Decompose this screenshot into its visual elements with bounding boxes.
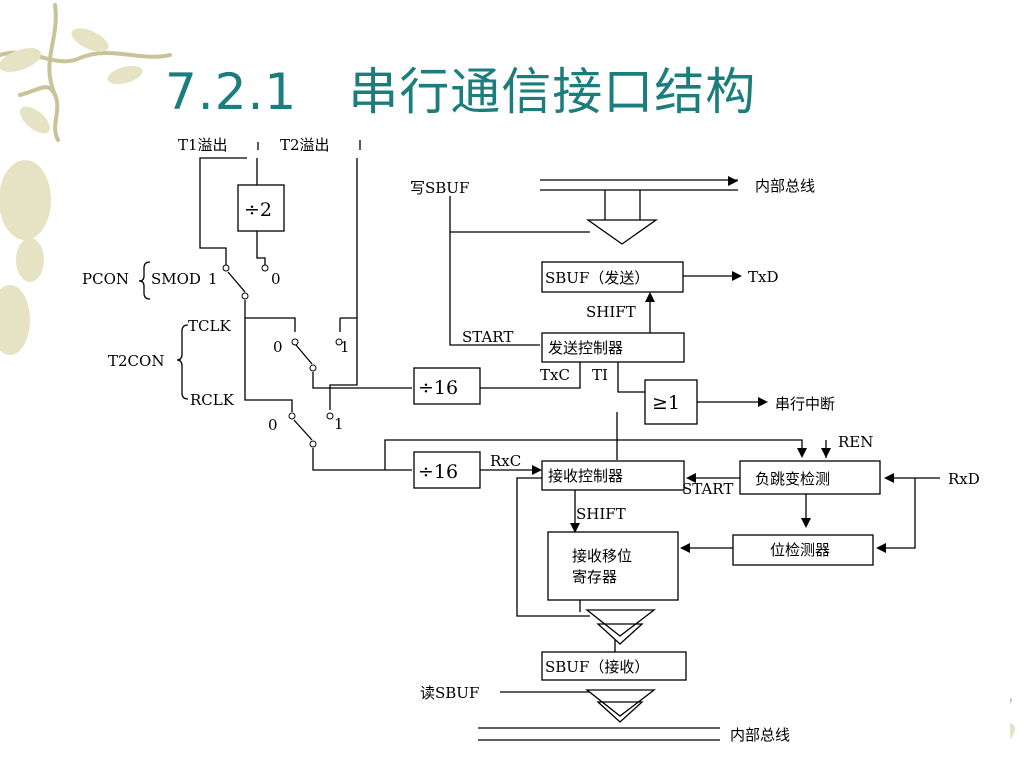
tclk-label: TCLK xyxy=(188,317,231,335)
txc-label: TxC xyxy=(540,366,570,384)
tx-control-label: 发送控制器 xyxy=(548,339,623,357)
neg-jump-detect-box xyxy=(739,460,881,495)
or-gate-box xyxy=(644,379,698,425)
receive-wires xyxy=(478,440,940,741)
block-boxes xyxy=(237,184,881,681)
transmit-wires xyxy=(449,179,760,460)
t2-overflow-label: T2溢出 xyxy=(280,136,330,154)
shift-tx-label: SHIFT xyxy=(586,303,636,321)
arrow-to-bus-top xyxy=(728,176,738,186)
rx-shift-register-box xyxy=(547,531,679,601)
tx-buffer xyxy=(585,219,659,245)
rclk-label: RCLK xyxy=(190,391,235,409)
neg-jump-detect-label: 负跳变检测 xyxy=(755,470,830,488)
sbuf-rx-box xyxy=(541,651,687,681)
rxd-label: RxD xyxy=(948,470,980,488)
arrow-rxd xyxy=(884,473,894,483)
braces xyxy=(138,261,189,400)
tclk-pos-1: 1 xyxy=(340,338,350,356)
arrow-heads xyxy=(532,176,894,553)
arrow-shift-tx xyxy=(645,292,655,302)
div16-rx-label: ÷16 xyxy=(418,461,458,483)
t2con-label: T2CON xyxy=(108,352,164,370)
tx-control-box xyxy=(541,332,685,363)
start-rx-label: START xyxy=(682,480,733,498)
sbuf-tx-label: SBUF（发送） xyxy=(545,269,649,287)
ti-label: TI xyxy=(592,366,608,384)
pcon-label: PCON xyxy=(82,270,129,288)
internal-bus-bottom-label: 内部总线 xyxy=(730,726,790,744)
smod-label: SMOD xyxy=(151,270,201,288)
box-labels: ÷2 ÷16 ÷16 SBUF（发送） 发送控制器 ≥1 接收控制器 负跳变检测… xyxy=(244,199,830,676)
txd-label: TxD xyxy=(748,268,779,286)
sbuf-rx-label: SBUF（接收） xyxy=(545,658,649,676)
div2-box xyxy=(237,184,285,232)
tclk-pos-0: 0 xyxy=(273,338,283,356)
smod-pos-0: 0 xyxy=(271,270,281,288)
arrow-ren xyxy=(821,448,831,458)
write-sbuf-label: 写SBUF xyxy=(410,179,469,197)
smod-pos-1: 1 xyxy=(208,270,218,288)
slide-title: 7.2.1 串行通信接口结构 xyxy=(165,63,757,121)
rx-control-box xyxy=(541,460,685,491)
arrow-rxc xyxy=(532,465,542,475)
arrow-down-neg-jump xyxy=(797,448,807,458)
div16-tx-label: ÷16 xyxy=(418,377,458,399)
arrow-bit-detect-down xyxy=(801,518,811,528)
diagram-panel xyxy=(70,117,1010,768)
signal-labels: T1溢出 T2溢出 PCON SMOD 1 0 T2CON TCLK RCLK … xyxy=(82,136,980,744)
buffer-triangles xyxy=(585,219,659,723)
bit-detector-label: 位检测器 xyxy=(770,541,830,559)
read-sbuf-label: 读SBUF xyxy=(420,684,479,702)
t1-overflow-label: T1溢出 xyxy=(178,136,228,154)
div2-label: ÷2 xyxy=(244,199,272,221)
shift-rx-label: SHIFT xyxy=(576,505,626,523)
sbuf-tx-box xyxy=(541,261,684,293)
div16-rx-box xyxy=(413,451,481,489)
rclk-pos-0: 0 xyxy=(268,416,278,434)
switch-contacts xyxy=(222,264,343,448)
serial-interrupt-label: 串行中断 xyxy=(775,395,835,413)
start-tx-label: START xyxy=(462,328,513,346)
rx-buffer-upper xyxy=(585,609,656,637)
bit-detector-box xyxy=(732,534,874,566)
rx-shift-register-label-2: 寄存器 xyxy=(572,568,617,586)
arrow-shift-rx xyxy=(570,523,580,533)
rclk-pos-1: 1 xyxy=(334,415,344,433)
or-gate-label: ≥1 xyxy=(652,392,680,414)
rxc-label: RxC xyxy=(490,452,521,470)
internal-bus-top-label: 内部总线 xyxy=(755,177,815,195)
rx-buffer-lower xyxy=(585,689,656,717)
arrow-bit-to-shift xyxy=(680,543,690,553)
div16-tx-box xyxy=(413,367,481,405)
arrow-to-txd xyxy=(732,271,742,281)
arrow-start-rx xyxy=(686,473,696,483)
arrow-to-interrupt xyxy=(758,397,768,407)
ren-label: REN xyxy=(838,433,873,451)
rx-shift-register-label-1: 接收移位 xyxy=(572,547,632,565)
rx-control-label: 接收控制器 xyxy=(548,467,623,485)
clock-source-wires xyxy=(199,140,803,471)
arrow-bit-detector-in xyxy=(876,543,886,553)
